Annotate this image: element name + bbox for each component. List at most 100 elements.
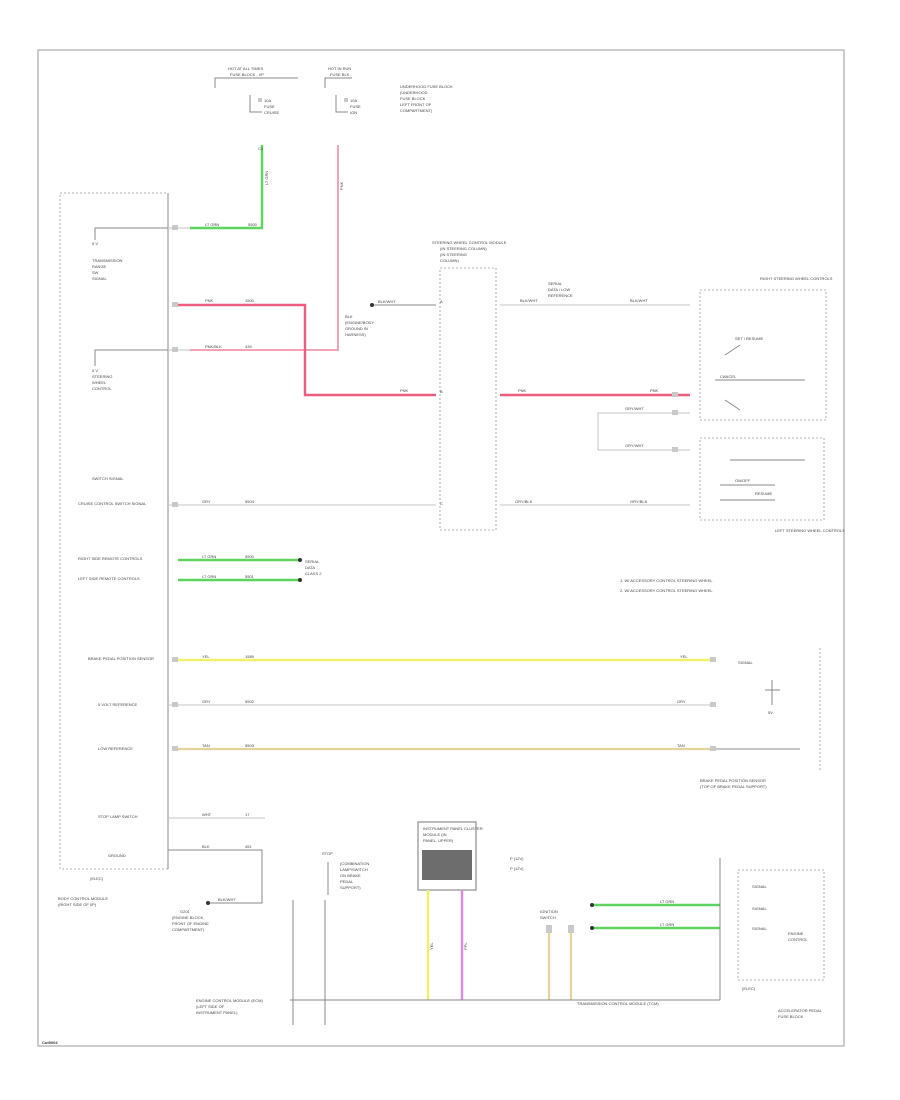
svg-text:TAN: TAN xyxy=(202,743,210,748)
svg-text:LT GRN: LT GRN xyxy=(660,899,674,904)
svg-text:PNK/BLK: PNK/BLK xyxy=(205,344,222,349)
svg-text:SERIAL: SERIAL xyxy=(305,559,320,564)
svg-text:TRANSMISSION: TRANSMISSION xyxy=(92,258,123,263)
svg-text:FRONT OF ENGINE: FRONT OF ENGINE xyxy=(172,921,209,926)
svg-text:PPL: PPL xyxy=(463,942,468,950)
svg-text:P (12V): P (12V) xyxy=(510,856,524,861)
svg-text:IGNITION: IGNITION xyxy=(540,909,558,914)
svg-text:SWITCH SIGNAL: SWITCH SIGNAL xyxy=(92,476,124,481)
page-code: Cut5004 xyxy=(42,1040,58,1045)
svg-text:17: 17 xyxy=(245,812,250,817)
instrument-panel-cluster: INSTRUMENT PANEL CLUSTER MODULE (IN PANE… xyxy=(417,821,524,891)
svg-text:SERIAL: SERIAL xyxy=(548,281,563,286)
svg-text:CRUISE: CRUISE xyxy=(264,110,279,115)
svg-text:YEL: YEL xyxy=(429,942,434,950)
svg-text:BLK: BLK xyxy=(202,844,210,849)
svg-text:WHT: WHT xyxy=(202,812,212,817)
svg-text:(ENGINE/BODY: (ENGINE/BODY xyxy=(345,320,374,325)
svg-text:CRUISE CONTROL SWITCH SIGNAL: CRUISE CONTROL SWITCH SIGNAL xyxy=(78,501,147,506)
svg-text:FUSE BLOCK: FUSE BLOCK xyxy=(778,1014,804,1019)
svg-text:(TOP OF BRAKE PEDAL SUPPORT): (TOP OF BRAKE PEDAL SUPPORT) xyxy=(700,784,767,789)
wire-green-fuse xyxy=(190,145,264,230)
stop-lamp-switch: STOP (COMBINATION LAMP/SWITCH ON BRAKE P… xyxy=(322,851,369,895)
svg-text:ACCELERATOR PEDAL: ACCELERATOR PEDAL xyxy=(778,1008,823,1013)
svg-text:ENGINE CONTROL MODULE (ECM): ENGINE CONTROL MODULE (ECM) xyxy=(196,998,263,1003)
svg-text:(IN STEERING COLUMN): (IN STEERING COLUMN) xyxy=(440,246,487,251)
svg-text:C: C xyxy=(440,501,443,506)
svg-text:PEDAL: PEDAL xyxy=(340,879,354,884)
svg-text:FUSE BLOCK: FUSE BLOCK xyxy=(400,96,426,101)
wire-pink-ign xyxy=(190,145,339,351)
svg-text:LT GRN: LT GRN xyxy=(264,171,269,185)
svg-text:GRY: GRY xyxy=(202,499,211,504)
electronic-brake-control-module: SIGNAL SIGNAL SIGNAL ENGINE CONTROL (ELE… xyxy=(737,869,825,1019)
svg-text:439: 439 xyxy=(245,344,252,349)
svg-text:SIGNAL: SIGNAL xyxy=(738,660,753,665)
svg-text:B: B xyxy=(440,389,443,394)
fuse-block-upper-right: HOT IN RUN FUSE BLK 10A FUSE IGN UNDERHO… xyxy=(324,66,453,115)
svg-text:LOW REFERENCE: LOW REFERENCE xyxy=(98,746,133,751)
svg-text:PNK: PNK xyxy=(650,388,659,393)
svg-text:TAN: TAN xyxy=(677,743,685,748)
svg-text:STEERING WHEEL CONTROL MODULE: STEERING WHEEL CONTROL MODULE xyxy=(432,240,507,245)
svg-text:5 V: 5 V xyxy=(92,241,98,246)
svg-text:WHEEL: WHEEL xyxy=(92,380,107,385)
svg-text:DATA: DATA xyxy=(305,565,315,570)
svg-text:GRY/BLK: GRY/BLK xyxy=(630,499,648,504)
svg-text:5 VOLT REFERENCE: 5 VOLT REFERENCE xyxy=(98,702,138,707)
bcm-bottom-sub: (RIGHT SIDE OF I/P) xyxy=(58,902,97,907)
svg-text:BLK/WHT: BLK/WHT xyxy=(630,298,648,303)
svg-text:GRY/WHT: GRY/WHT xyxy=(625,406,644,411)
svg-text:FUSE: FUSE xyxy=(350,104,361,109)
svg-text:RIGHT SIDE REMOTE CONTROLS: RIGHT SIDE REMOTE CONTROLS xyxy=(78,556,143,561)
fuse-block-label: HOT AT ALL TIMES xyxy=(228,66,263,71)
diagram-frame xyxy=(37,49,845,1047)
svg-text:LT GRN: LT GRN xyxy=(202,554,216,559)
svg-text:RIGHT STEERING WHEEL CONTROLS: RIGHT STEERING WHEEL CONTROLS xyxy=(760,276,833,281)
svg-text:BLK/WHT: BLK/WHT xyxy=(520,298,538,303)
fuse-block2-sub: FUSE BLK xyxy=(330,72,350,77)
svg-text:5503: 5503 xyxy=(245,743,255,748)
svg-text:LEFT FRONT OF: LEFT FRONT OF xyxy=(400,102,432,107)
svg-text:1589: 1589 xyxy=(245,654,255,659)
svg-text:MODULE (IN: MODULE (IN xyxy=(423,832,447,837)
svg-text:CLASS 2: CLASS 2 xyxy=(305,571,322,576)
svg-text:5V: 5V xyxy=(768,710,773,715)
svg-text:ENGINE: ENGINE xyxy=(788,931,804,936)
svg-text:5500: 5500 xyxy=(245,554,255,559)
svg-text:SIGNAL: SIGNAL xyxy=(92,276,107,281)
svg-text:10A: 10A xyxy=(350,98,357,103)
svg-text:COMPARTMENT): COMPARTMENT) xyxy=(172,927,205,932)
svg-text:GRY: GRY xyxy=(677,699,686,704)
svg-text:BLK/WHT: BLK/WHT xyxy=(378,299,396,304)
bcm-bottom-label: BODY CONTROL MODULE xyxy=(58,896,108,901)
svg-text:BLK/WHT: BLK/WHT xyxy=(218,897,236,902)
note-1: 1. W/ ACCESSORY CONTROL STEERING WHEEL xyxy=(620,578,713,583)
svg-text:(IN STEERING: (IN STEERING xyxy=(440,252,467,257)
svg-text:COMPARTMENT): COMPARTMENT) xyxy=(400,108,433,113)
svg-text:GROUND: GROUND xyxy=(108,853,126,858)
svg-text:CANCEL: CANCEL xyxy=(720,374,737,379)
svg-text:10A: 10A xyxy=(264,98,271,103)
svg-text:RESUME: RESUME xyxy=(755,491,772,496)
wire-pink-main xyxy=(178,303,436,397)
svg-text:5501: 5501 xyxy=(245,574,255,579)
svg-text:SIGNAL: SIGNAL xyxy=(752,926,767,931)
svg-text:BRAKE PEDAL POSITION SENSOR: BRAKE PEDAL POSITION SENSOR xyxy=(88,656,154,661)
right-steering-wheel-controls: RIGHT STEERING WHEEL CONTROLS SET / RESU… xyxy=(699,276,833,421)
svg-text:TRANSMISSION CONTROL MODULE (T: TRANSMISSION CONTROL MODULE (TCM) xyxy=(577,1001,659,1006)
svg-text:SW: SW xyxy=(92,270,99,275)
svg-text:SET / RESUME: SET / RESUME xyxy=(735,336,763,341)
svg-text:YEL: YEL xyxy=(202,654,210,659)
svg-text:CONTROL: CONTROL xyxy=(92,386,112,391)
svg-text:GRY: GRY xyxy=(202,699,211,704)
svg-text:STEERING: STEERING xyxy=(92,374,112,379)
svg-text:C1: C1 xyxy=(258,146,264,151)
left-steering-wheel-controls: LEFT STEERING WHEEL CONTROLS ON/OFF RESU… xyxy=(699,437,845,533)
svg-text:LEFT STEERING WHEEL CONTROLS: LEFT STEERING WHEEL CONTROLS xyxy=(775,528,845,533)
svg-text:INSTRUMENT PANEL): INSTRUMENT PANEL) xyxy=(196,1010,238,1015)
svg-text:SIGNAL: SIGNAL xyxy=(752,906,767,911)
svg-text:GRY/WHT: GRY/WHT xyxy=(625,443,644,448)
svg-text:PNK: PNK xyxy=(205,298,214,303)
